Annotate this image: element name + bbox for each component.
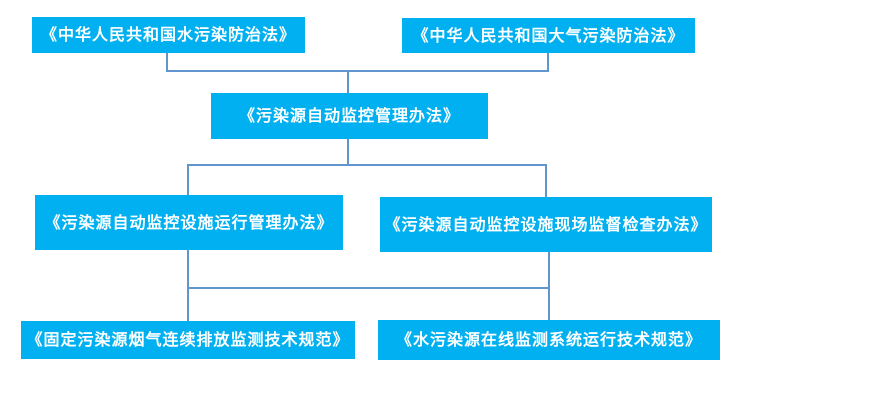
node-onsite-inspection-measures: 《污染源自动监控设施现场监督检查办法》 [380, 197, 712, 252]
connector-row1-bus [166, 70, 549, 72]
connector-water-law-drop [166, 53, 168, 71]
connector-row2-bus [187, 164, 547, 166]
connector-row1-to-row2-drop [347, 70, 349, 94]
connector-row3-left-drop [187, 164, 189, 196]
node-facility-operation-measures: 《污染源自动监控设施运行管理办法》 [35, 195, 343, 250]
connector-row4-right-drop [548, 252, 550, 320]
node-air-pollution-law: 《中华人民共和国大气污染防治法》 [402, 18, 695, 53]
node-flue-gas-cems-spec: 《固定污染源烟气连续排放监测技术规范》 [21, 321, 355, 359]
connector-row4-left-drop [187, 250, 189, 321]
connector-air-law-drop [547, 53, 549, 71]
node-auto-monitoring-measures: 《污染源自动监控管理办法》 [211, 93, 488, 139]
connector-row2-drop [347, 139, 349, 166]
node-water-online-monitoring-spec: 《水污染源在线监测系统运行技术规范》 [378, 320, 720, 360]
connector-row3-right-drop [545, 164, 547, 198]
node-water-pollution-law: 《中华人民共和国水污染防治法》 [32, 17, 305, 53]
connector-row3-crossbar [187, 287, 550, 289]
